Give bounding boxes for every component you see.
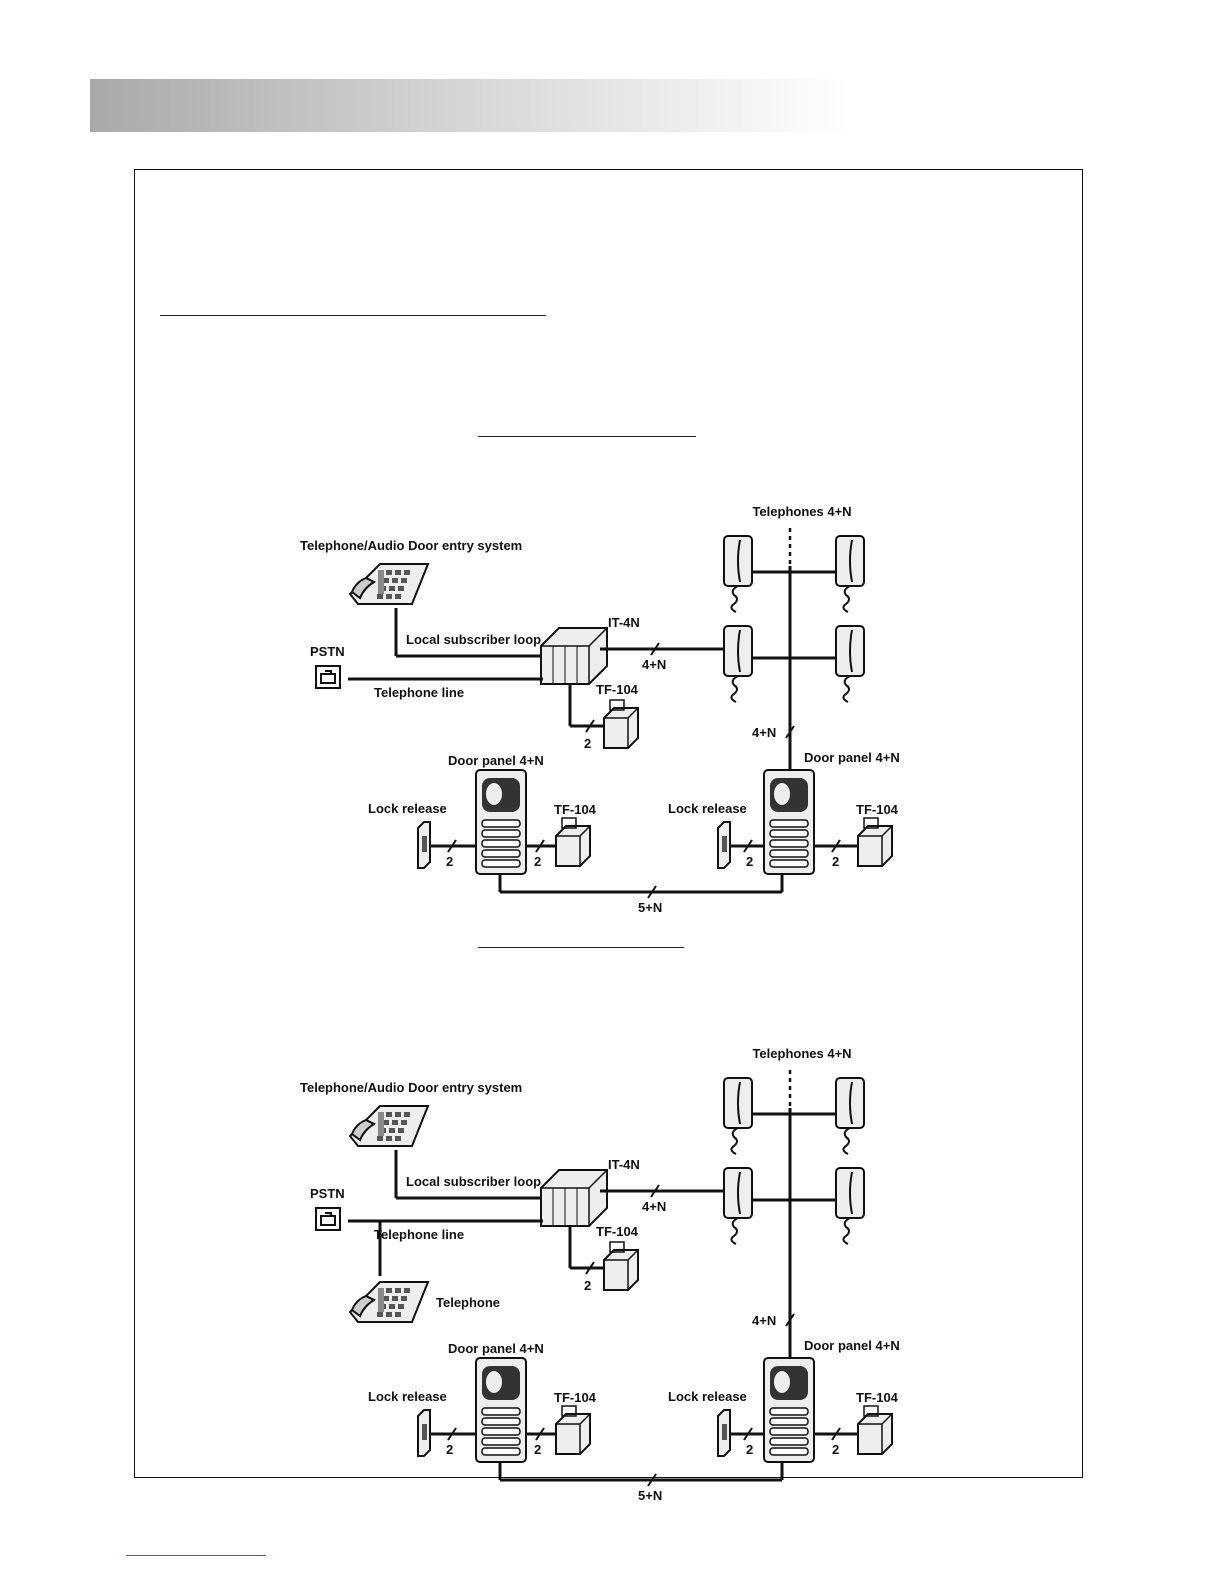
psu-left-tick: [535, 839, 545, 853]
system-label: Telephone/Audio Door entry system: [300, 1080, 522, 1095]
lock-release-left-label: Lock release: [368, 801, 447, 816]
bottom-bus-label: 5+N: [638, 1488, 662, 1503]
telephones-label: Telephones 4+N: [752, 1046, 851, 1061]
panel-psu-left: [555, 1405, 591, 1455]
pstn-label: PSTN: [310, 644, 345, 659]
panel-psu-right-label: TF-104: [856, 802, 899, 817]
psu-left-wires: 2: [534, 1442, 541, 1457]
lock-release-right-label: Lock release: [668, 801, 747, 816]
panel-psu-right-label: TF-104: [856, 1390, 899, 1405]
desk-telephone: [348, 563, 430, 605]
lock-release-left: [417, 1409, 431, 1457]
pstn-jack: [315, 1207, 341, 1231]
diagram-1-caption-rule: [478, 436, 696, 437]
handset-4: [835, 1167, 865, 1245]
door-panel-right-label: Door panel 4+N: [804, 1338, 900, 1353]
handset-2: [835, 1077, 865, 1155]
desk-telephone: [348, 1105, 430, 1147]
riser-bus-label: 4+N: [752, 725, 776, 740]
bus-tick: [650, 1184, 660, 1198]
psu-right-tick: [831, 839, 841, 853]
handset-3: [723, 1167, 753, 1245]
telephone-line-label: Telephone line: [374, 685, 464, 700]
interface-label: IT-4N: [608, 615, 640, 630]
psu-right-wires: 2: [832, 854, 839, 869]
lock-left-tick: [447, 839, 457, 853]
system-label: Telephone/Audio Door entry system: [300, 538, 522, 553]
handset-1: [723, 1077, 753, 1155]
riser-tick: [785, 725, 795, 739]
panel-psu-left-label: TF-104: [554, 802, 597, 817]
riser-tick: [785, 1313, 795, 1327]
psu-left-wires: 2: [534, 854, 541, 869]
riser-bus-label: 4+N: [752, 1313, 776, 1328]
panel-psu-right: [857, 1405, 893, 1455]
local-loop-label: Local subscriber loop: [406, 1174, 541, 1189]
lock-release-left: [417, 821, 431, 869]
lock-release-right: [717, 1409, 731, 1457]
door-panel-left-label: Door panel 4+N: [448, 1341, 544, 1356]
lock-right-wires: 2: [746, 854, 753, 869]
psu-wires-label: 2: [584, 1278, 591, 1293]
interface-psu-label: TF-104: [596, 682, 639, 697]
lock-release-left-label: Lock release: [368, 1389, 447, 1404]
psu-link-tick: [585, 719, 595, 733]
psu-wires-label: 2: [584, 736, 591, 751]
door-panel-right-label: Door panel 4+N: [804, 750, 900, 765]
telephone-line-label: Telephone line: [374, 1227, 464, 1242]
door-panel-right: [763, 1357, 815, 1463]
door-panel-right: [763, 769, 815, 875]
footer-link-rule: [126, 1555, 266, 1556]
interface-it4n: [540, 1169, 608, 1227]
wiring-diagram-2: Telephones 4+N Telephone/Audio Door entry…: [300, 1046, 900, 1503]
lock-left-tick: [447, 1427, 457, 1441]
bus-label-main: 4+N: [642, 657, 666, 672]
content-frame: [134, 169, 1083, 1478]
lock-left-wires: 2: [446, 854, 453, 869]
extra-desk-telephone: [348, 1281, 430, 1323]
lock-left-wires: 2: [446, 1442, 453, 1457]
interface-label: IT-4N: [608, 1157, 640, 1172]
interface-power-supply: [603, 699, 639, 749]
pstn-label: PSTN: [310, 1186, 345, 1201]
diagram-2-caption-rule: [478, 947, 684, 948]
psu-right-wires: 2: [832, 1442, 839, 1457]
wiring-diagram-1: Telephones 4+N Telephone/Audio Door entry…: [300, 504, 900, 915]
door-panel-left: [475, 1357, 527, 1463]
local-loop-label: Local subscriber loop: [406, 632, 541, 647]
handset-1: [723, 535, 753, 613]
lock-release-right: [717, 821, 731, 869]
lock-release-right-label: Lock release: [668, 1389, 747, 1404]
door-panel-left: [475, 769, 527, 875]
lock-right-tick: [743, 839, 753, 853]
psu-link-tick: [585, 1261, 595, 1275]
lock-right-tick: [743, 1427, 753, 1441]
bottom-bus-tick: [647, 885, 657, 899]
panel-psu-left: [555, 817, 591, 867]
psu-right-tick: [831, 1427, 841, 1441]
pstn-jack: [315, 665, 341, 689]
section-heading-rule: [160, 315, 546, 316]
interface-power-supply: [603, 1241, 639, 1291]
interface-psu-label: TF-104: [596, 1224, 639, 1239]
bottom-bus-label: 5+N: [638, 900, 662, 915]
psu-left-tick: [535, 1427, 545, 1441]
page-header-band: [90, 79, 850, 132]
panel-psu-left-label: TF-104: [554, 1390, 597, 1405]
door-panel-left-label: Door panel 4+N: [448, 753, 544, 768]
extra-telephone-label: Telephone: [436, 1295, 500, 1310]
lock-right-wires: 2: [746, 1442, 753, 1457]
bus-label-main: 4+N: [642, 1199, 666, 1214]
panel-psu-right: [857, 817, 893, 867]
handset-2: [835, 535, 865, 613]
handset-4: [835, 625, 865, 703]
telephones-label: Telephones 4+N: [752, 504, 851, 519]
bottom-bus-tick: [647, 1473, 657, 1487]
interface-it4n: [540, 627, 608, 685]
bus-tick: [650, 642, 660, 656]
handset-3: [723, 625, 753, 703]
